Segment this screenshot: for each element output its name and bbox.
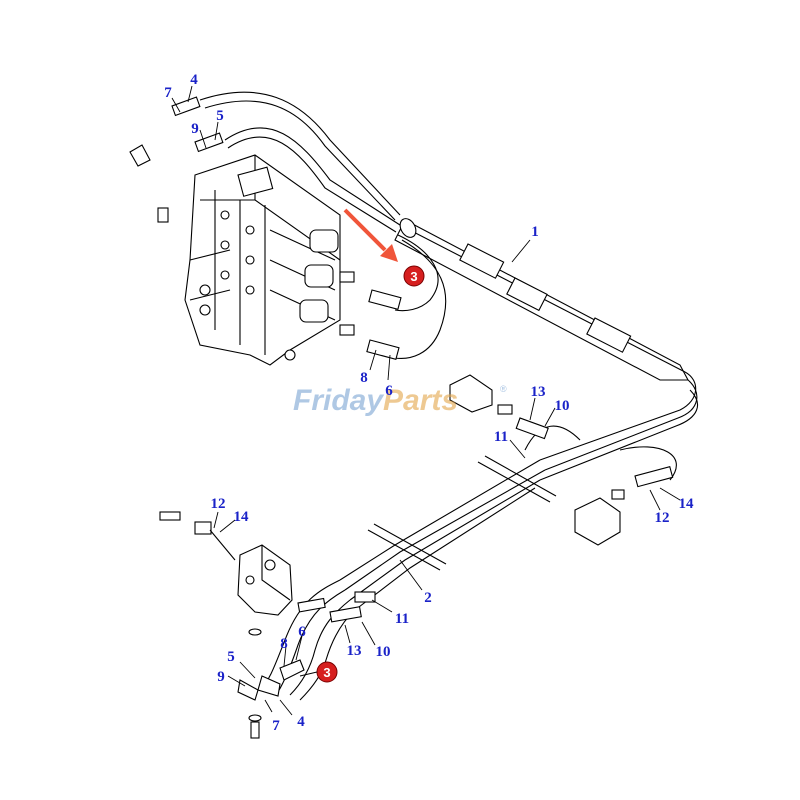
part-number-5-top: 5 [216, 108, 224, 124]
callout-bottom-label: 3 [323, 665, 330, 680]
part-number-labels: 1 4 7 5 9 8 6 13 10 11 14 12 12 14 2 11 … [164, 72, 694, 734]
part-number-6-low: 6 [298, 624, 306, 640]
part-number-12-left: 12 [211, 496, 226, 512]
part-number-9-top: 9 [191, 121, 199, 137]
svg-text:FridayParts: FridayParts [293, 384, 458, 417]
watermark-reg: ® [500, 384, 507, 394]
watermark-part1: Friday [293, 384, 384, 417]
watermark-logo: FridayParts ® [293, 384, 507, 417]
part-number-6-top: 6 [385, 383, 393, 399]
part-number-1: 1 [531, 224, 539, 240]
part-number-7-top: 7 [164, 85, 172, 101]
part-number-4-low: 4 [297, 714, 305, 730]
part-number-10-mid: 10 [555, 398, 570, 414]
top-fittings [129, 96, 402, 361]
part-number-11-low: 11 [395, 611, 409, 627]
control-valve [184, 154, 341, 366]
part-number-11-mid: 11 [494, 429, 508, 445]
hose-lines [199, 91, 699, 701]
part-number-4-top: 4 [190, 72, 198, 88]
part-number-12-right: 12 [655, 510, 670, 526]
callout-top: 3 [403, 265, 425, 287]
lower-valve [159, 511, 376, 739]
part-number-8-top: 8 [360, 370, 368, 386]
mid-fittings [367, 374, 674, 571]
part-number-9-low: 9 [217, 669, 225, 685]
part-number-13-low: 13 [347, 643, 362, 659]
callout-bottom: 3 [316, 661, 338, 683]
part-number-13-mid: 13 [531, 384, 546, 400]
part-number-10-low: 10 [376, 644, 391, 660]
part-number-14-right: 14 [679, 496, 695, 512]
part-number-5-low: 5 [227, 649, 235, 665]
part-number-14-left: 14 [234, 509, 250, 525]
part-number-7-low: 7 [272, 718, 280, 734]
part-number-2: 2 [424, 590, 432, 606]
leader-lines [171, 85, 681, 716]
callout-top-label: 3 [410, 269, 417, 284]
watermark-part2: Parts [383, 384, 458, 417]
pointer-arrow [343, 208, 398, 262]
part-number-8-low: 8 [280, 636, 288, 652]
